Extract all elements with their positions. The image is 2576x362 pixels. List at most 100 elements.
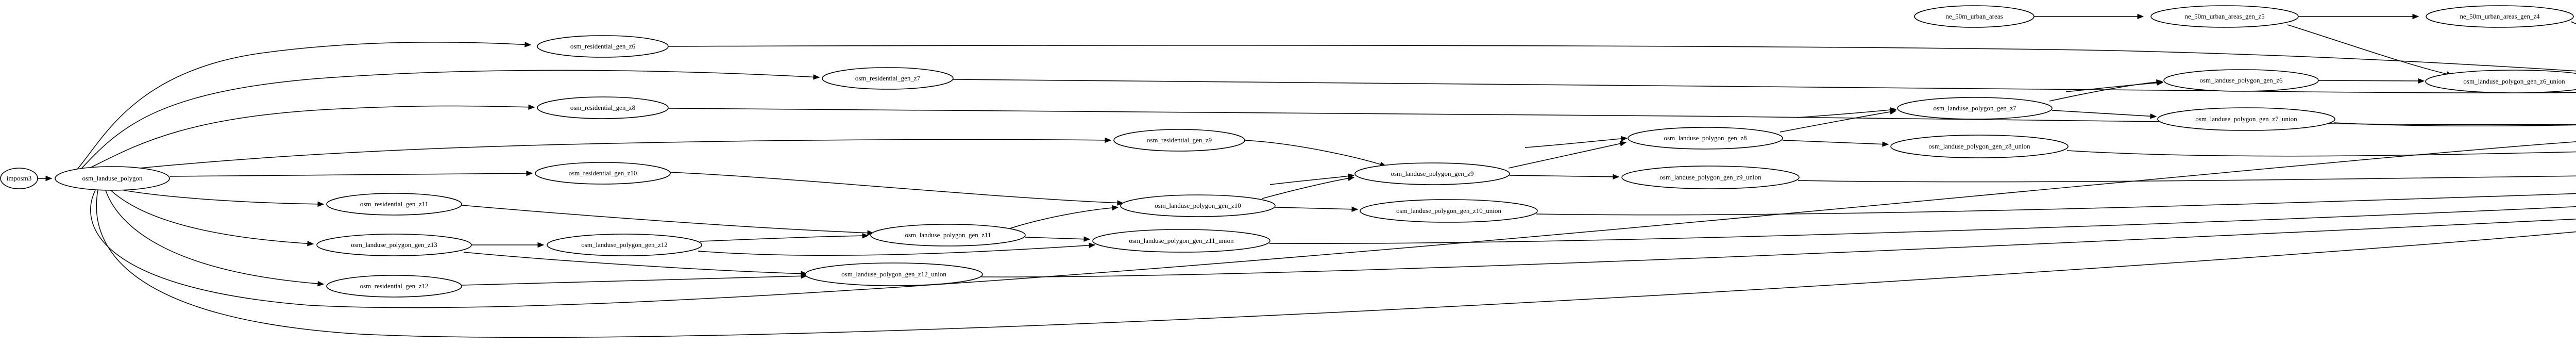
graph-node-osm_landuse_polygon_gen_z6_union[interactable]: osm_landuse_polygon_gen_z6_union (2425, 70, 2576, 93)
graph-node-ne_50m_urban_areas_gen_z4[interactable]: ne_50m_urban_areas_gen_z4 (2426, 5, 2574, 28)
node-shape (1354, 162, 1510, 185)
node-label: osm_landuse_polygon (82, 174, 143, 182)
edge-arrowhead (1613, 174, 1620, 180)
graph-edge (461, 205, 874, 236)
graph-node-osm_landuse_polygon_gen_z6[interactable]: osm_landuse_polygon_gen_z6 (2163, 69, 2319, 92)
node-shape (55, 166, 170, 191)
edge-arrowhead (1347, 173, 1355, 179)
graph-edge (1780, 109, 1897, 133)
node-shape (2163, 69, 2319, 92)
graph-node-osm_landuse_polygon_gen_z9_union[interactable]: osm_landuse_polygon_gen_z9_union (1621, 166, 1800, 189)
graph-edge (2034, 13, 2144, 20)
edge-arrowhead (537, 242, 545, 248)
edge-arrowhead (45, 175, 53, 182)
node-label: osm_landuse_polygon_gen_z12_union (841, 270, 946, 278)
node-shape (1360, 199, 1538, 223)
edge-arrowhead (813, 74, 820, 80)
node-label: osm_residential_gen_z7 (855, 74, 921, 82)
graph-edge (2052, 110, 2157, 119)
graph-edge (77, 42, 532, 170)
node-label: osm_landuse_polygon_gen_z6_union (2463, 77, 2565, 85)
edge-arrowhead (1621, 136, 1628, 142)
graph-node-osm_landuse_polygon[interactable]: osm_landuse_polygon (55, 166, 170, 191)
graph-edge (1269, 173, 1355, 185)
edge-arrowhead (317, 201, 325, 207)
node-shape (1120, 194, 1276, 217)
graph-edge (2318, 78, 2425, 84)
edge-arrowhead (1117, 200, 1124, 206)
node-label: osm_landuse_polygon_gen_z11 (905, 231, 991, 239)
graph-node-osm_residential_gen_z12[interactable]: osm_residential_gen_z12 (326, 275, 462, 298)
node-label: osm_residential_gen_z12 (360, 282, 429, 290)
node-shape (326, 193, 462, 216)
graph-edge (1509, 174, 1620, 180)
graph-edge (1782, 140, 1889, 147)
graph-node-osm_landuse_polygon_gen_z7_union[interactable]: osm_landuse_polygon_gen_z7_union (2157, 107, 2335, 131)
graph-node-osm_landuse_polygon_gen_z10_union[interactable]: osm_landuse_polygon_gen_z10_union (1360, 199, 1538, 223)
node-label: osm_landuse_polygon_gen_z9_union (1659, 173, 1761, 181)
graph-node-ne_50m_urban_areas_gen_z5[interactable]: ne_50m_urban_areas_gen_z5 (2150, 5, 2299, 28)
graph-edge (1797, 107, 1897, 118)
graph-edge (90, 141, 2576, 308)
node-shape (805, 262, 983, 286)
node-shape (0, 168, 38, 189)
graph-edge (123, 190, 325, 207)
graph-node-osm_landuse_polygon_gen_z11_union[interactable]: osm_landuse_polygon_gen_z11_union (1092, 229, 1270, 253)
edge-arrowhead (1882, 141, 1889, 147)
edge-arrowhead (2150, 113, 2157, 119)
node-label: osm_landuse_polygon_gen_z7_union (2195, 115, 2297, 123)
graph-edge (105, 190, 325, 287)
graph-node-imposm3[interactable]: imposm3 (0, 168, 38, 189)
graph-node-osm_residential_gen_z11[interactable]: osm_residential_gen_z11 (326, 193, 462, 216)
graph-node-osm_landuse_polygon_gen_z8[interactable]: osm_landuse_polygon_gen_z8 (1628, 127, 1783, 150)
node-shape (1113, 129, 1245, 152)
node-label: osm_residential_gen_z8 (570, 104, 635, 111)
graph-edge (170, 170, 533, 177)
edge-arrowhead (1083, 236, 1091, 242)
node-label: osm_landuse_polygon_gen_z13 (351, 241, 437, 249)
graph-node-osm_landuse_polygon_gen_z12[interactable]: osm_landuse_polygon_gen_z12 (547, 234, 702, 256)
nodes-layer: imposm3 osm_landuse_polygon osm_residentia… (0, 5, 2576, 298)
graph-node-osm_landuse_polygon_gen_z9[interactable]: osm_landuse_polygon_gen_z9 (1354, 162, 1510, 185)
node-label: osm_landuse_polygon_gen_z6 (2199, 76, 2283, 84)
node-label: ne_50m_urban_areas_gen_z5 (2184, 12, 2264, 20)
node-shape (316, 234, 472, 256)
node-label: osm_residential_gen_z10 (569, 169, 637, 177)
graph-node-osm_landuse_polygon_gen_z11[interactable]: osm_landuse_polygon_gen_z11 (870, 224, 1026, 246)
graph-node-osm_residential_gen_z10[interactable]: osm_residential_gen_z10 (535, 162, 671, 185)
graph-node-osm_landuse_polygon_gen_z7[interactable]: osm_landuse_polygon_gen_z7 (1897, 97, 2053, 120)
node-label: osm_landuse_polygon_gen_z10_union (1396, 207, 1501, 215)
graph-node-osm_residential_gen_z9[interactable]: osm_residential_gen_z9 (1113, 129, 1245, 152)
graph-edge (1269, 206, 2576, 244)
graph-edge (110, 190, 314, 246)
node-shape (1628, 127, 1783, 150)
edge-arrowhead (317, 281, 325, 287)
graph-edge (461, 273, 808, 286)
graph-node-ne_50m_urban_areas[interactable]: ne_50m_urban_areas (1914, 5, 2035, 28)
graph-edge (96, 190, 2576, 338)
graph-node-osm_landuse_polygon_gen_z10[interactable]: osm_landuse_polygon_gen_z10 (1120, 194, 1276, 217)
graph-node-osm_residential_gen_z6[interactable]: osm_residential_gen_z6 (537, 35, 669, 58)
graph-node-osm_residential_gen_z7[interactable]: osm_residential_gen_z7 (822, 67, 954, 90)
graph-edge (38, 175, 53, 182)
graph-edge (79, 70, 820, 171)
edge-arrowhead (1890, 107, 1897, 113)
edge-arrowhead (2137, 13, 2144, 20)
graph-node-osm_landuse_polygon_gen_z8_union[interactable]: osm_landuse_polygon_gen_z8_union (1890, 135, 2069, 158)
node-label: imposm3 (7, 174, 31, 182)
graph-edge (698, 242, 1096, 256)
node-shape (870, 224, 1026, 246)
edge-arrowhead (862, 233, 869, 239)
edge-arrowhead (1112, 205, 1119, 211)
graph-node-osm_landuse_polygon_gen_z13[interactable]: osm_landuse_polygon_gen_z13 (316, 234, 472, 256)
node-shape (547, 234, 702, 256)
graph-node-osm_landuse_polygon_gen_z12_union[interactable]: osm_landuse_polygon_gen_z12_union (805, 262, 983, 286)
graph-edge (981, 219, 2576, 277)
node-label: osm_landuse_polygon_gen_z9 (1391, 170, 1473, 177)
node-shape (2150, 5, 2299, 28)
edge-arrowhead (801, 271, 808, 276)
edge-arrowhead (1619, 141, 1627, 146)
graph-node-osm_residential_gen_z8[interactable]: osm_residential_gen_z8 (537, 96, 669, 119)
graph-edge (2333, 122, 2576, 127)
node-shape (822, 67, 954, 90)
